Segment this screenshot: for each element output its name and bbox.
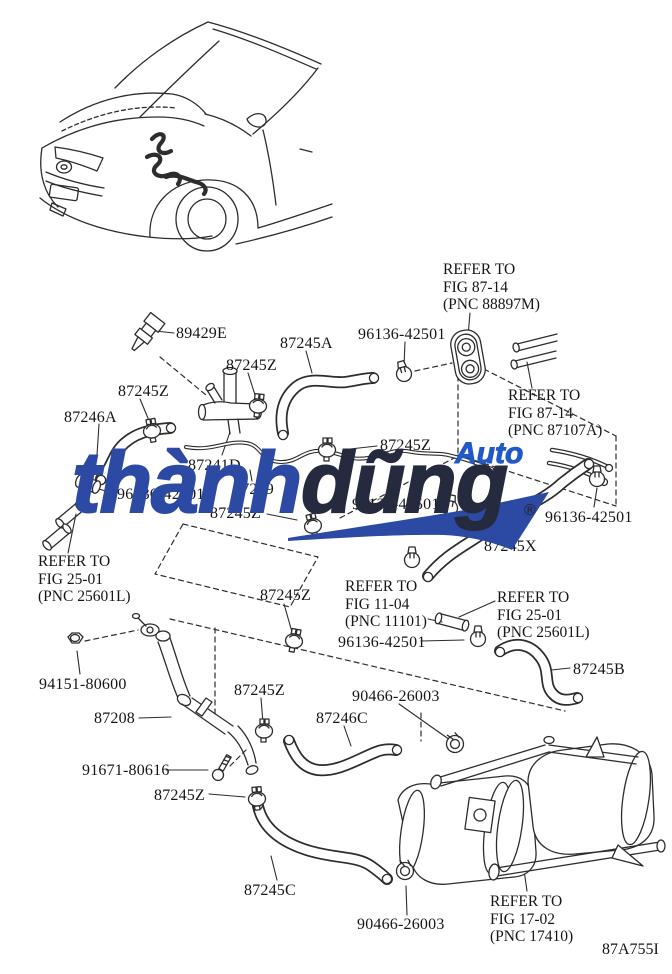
refer-line: (PNC 88897M)	[443, 296, 540, 313]
part-label-87245a: 87245A	[280, 335, 333, 352]
part-label-90466-bottom: 90466-26003	[357, 916, 445, 933]
figure-code: 87A755I	[602, 941, 659, 958]
refer-line: REFER TO	[345, 578, 418, 595]
clamp-icon	[142, 417, 162, 444]
hose-87245b	[494, 638, 583, 706]
leader-lines	[67, 312, 598, 916]
refer-line: (PNC 25601L)	[497, 624, 590, 641]
clip-icon	[403, 546, 421, 569]
part-label-87245z-6: 87245Z	[234, 682, 285, 699]
hose-87246a	[95, 422, 176, 485]
hose-87245a	[275, 372, 379, 439]
hose-clamps	[142, 393, 337, 811]
part-label-87245z-7: 87245Z	[154, 787, 205, 804]
part-label-87245x: 87245X	[484, 538, 537, 555]
refer-line: FIG 11-04	[345, 595, 410, 613]
part-label-96136-hidden-mid: 96136-42501	[352, 496, 440, 513]
part-label-91671: 91671-80616	[82, 762, 170, 779]
refer-line: FIG 25-01	[497, 606, 563, 624]
part-label-96136-mid: 96136-42501	[338, 634, 426, 651]
refer-line: FIG 87-14	[508, 404, 574, 422]
bolt-91671	[211, 753, 232, 782]
clip-icon	[441, 494, 459, 517]
pipes-87107a	[510, 333, 558, 370]
refer-line: FIG 17-02	[490, 910, 556, 928]
part-label-96136-top: 96136-42501	[358, 326, 446, 343]
part-label-87241d: 87241D	[188, 457, 241, 474]
part-label-90466-top: 90466-26003	[352, 688, 440, 705]
part-label-94151: 94151-80600	[39, 676, 127, 693]
part-label-96136-right: 96136-42501	[545, 509, 633, 526]
part-label-87209: 87209	[233, 481, 274, 498]
clamp-icon	[247, 785, 267, 811]
refer-note-fig11-04: REFER TO FIG 11-04 (PNC 11101)	[345, 578, 427, 631]
part-label-87208: 87208	[94, 710, 135, 727]
stub-pipes	[42, 474, 470, 632]
hose-87246c	[283, 735, 402, 777]
clip-icon	[588, 465, 606, 488]
nut-94151	[67, 632, 84, 644]
clamp-icon	[284, 627, 304, 653]
clamp-icon	[254, 718, 274, 743]
refer-line: FIG 25-01	[38, 570, 104, 588]
hose-87245c	[252, 800, 393, 885]
sensor-89429e	[131, 311, 166, 352]
refer-line: (PNC 87107A)	[508, 422, 603, 439]
highlighted-hose-location	[144, 132, 208, 197]
part-label-87245b: 87245B	[573, 661, 625, 678]
refer-line: (PNC 11101)	[345, 613, 427, 630]
refer-line: REFER TO	[443, 261, 516, 278]
clamp-icon	[317, 437, 337, 462]
refer-line: REFER TO	[38, 553, 111, 570]
part-label-87245z-2: 87245Z	[118, 383, 169, 400]
wire-clamp-icon	[445, 732, 465, 754]
part-label-87245z-3: 87245Z	[380, 437, 431, 454]
part-label-87245z-5: 87245Z	[260, 587, 311, 604]
clip-icon	[395, 360, 413, 383]
canister-assembly	[397, 735, 666, 885]
part-label-87246a: 87246A	[64, 409, 117, 426]
car-illustration	[39, 21, 333, 252]
part-label-96136-hidden-left: 96136-42501	[117, 486, 205, 503]
part-label-87245z-1: 87245Z	[226, 357, 277, 374]
wire-clamp-icon	[395, 859, 415, 881]
part-label-87245z-4: 87245Z	[210, 505, 261, 522]
valve-pipe-assembly-87208	[131, 612, 259, 775]
refer-note-fig17-02: REFER TO FIG 17-02 (PNC 17410)	[490, 893, 573, 946]
refer-line: (PNC 25601L)	[38, 588, 131, 605]
grommet-88897m	[450, 329, 486, 385]
wire-clamps	[395, 732, 465, 881]
clamp-icon	[303, 512, 323, 539]
refer-note-fig87-14-87107a: REFER TO FIG 87-14 (PNC 87107A)	[508, 387, 602, 440]
refer-note-fig25-01-right: REFER TO FIG 25-01 (PNC 25601L)	[497, 589, 590, 642]
refer-line: REFER TO	[508, 387, 581, 404]
refer-line: FIG 87-14	[443, 278, 509, 296]
clamp-icon	[248, 393, 268, 418]
refer-line: REFER TO	[497, 589, 570, 606]
part-label-87245c: 87245C	[244, 882, 296, 899]
clip-icon	[469, 625, 487, 648]
refer-note-fig87-14-88897m: REFER TO FIG 87-14 (PNC 88897M)	[443, 261, 540, 314]
refer-note-fig25-01-left: REFER TO FIG 25-01 (PNC 25601L)	[38, 553, 131, 606]
refer-line: (PNC 17410)	[490, 928, 574, 945]
refer-line: REFER TO	[490, 893, 563, 910]
part-label-87246c: 87246C	[316, 710, 368, 727]
part-label-89429e: 89429E	[176, 325, 227, 342]
